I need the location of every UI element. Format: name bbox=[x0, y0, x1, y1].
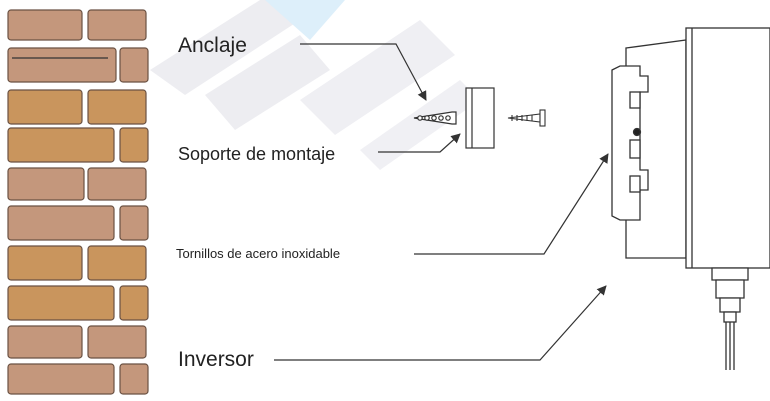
watermark bbox=[150, 0, 480, 170]
brick-wall bbox=[7, 9, 149, 395]
leader-inversor bbox=[274, 285, 607, 361]
mounting-bracket bbox=[465, 87, 495, 149]
anchor-plug bbox=[413, 111, 457, 125]
leader-tornillos bbox=[414, 153, 609, 255]
screw bbox=[507, 109, 546, 127]
leader-lines bbox=[274, 43, 609, 361]
label-anclaje: Anclaje bbox=[178, 34, 247, 57]
leader-anclaje bbox=[300, 43, 427, 101]
label-inversor: Inversor bbox=[178, 348, 254, 371]
leader-soporte bbox=[378, 133, 461, 153]
label-soporte-de-montaje: Soporte de montaje bbox=[178, 144, 336, 164]
inverter bbox=[611, 27, 770, 370]
label-tornillos: Tornillos de acero inoxidable bbox=[176, 246, 341, 261]
